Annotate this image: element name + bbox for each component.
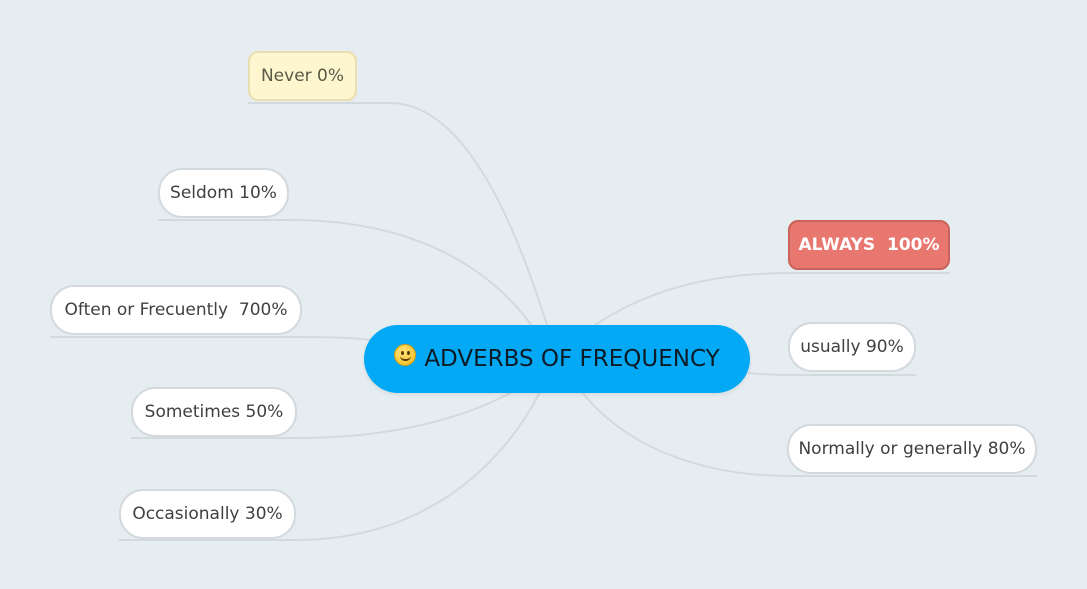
topic-often[interactable]: Often or Frecuently 700% [50,285,302,335]
connector-never [248,102,549,329]
topic-normally[interactable]: Normally or generally 80% [787,424,1037,474]
connector-often [50,336,373,341]
topic-never[interactable]: Never 0% [248,51,357,101]
smiley-emoji-icon [394,344,417,366]
connector-normally [581,391,1037,477]
topic-label: Sometimes 50% [144,402,284,422]
connector-seldom [158,219,536,331]
topic-always[interactable]: ALWAYS 100% [788,220,950,270]
topic-occasionally[interactable]: Occasionally 30% [119,489,296,539]
topic-label: ALWAYS 100% [798,235,940,255]
topic-label: Never 0% [260,66,345,86]
central-topic-label: ADVERBS OF FREQUENCY [424,346,720,372]
topic-usually[interactable]: usually 90% [788,322,916,372]
topic-seldom[interactable]: Seldom 10% [158,168,289,218]
connector-usually [747,372,916,376]
connector-always [594,272,950,326]
topic-label: Seldom 10% [170,183,277,203]
connector-sometimes [131,391,513,439]
connector-occasionally [119,391,541,541]
topic-label: Normally or generally 80% [798,439,1026,459]
topic-label: Often or Frecuently 700% [64,300,288,320]
central-topic[interactable]: ADVERBS OF FREQUENCY [364,325,750,393]
topic-label: usually 90% [800,337,904,357]
topic-label: Occasionally 30% [132,504,283,524]
topic-sometimes[interactable]: Sometimes 50% [131,387,297,437]
